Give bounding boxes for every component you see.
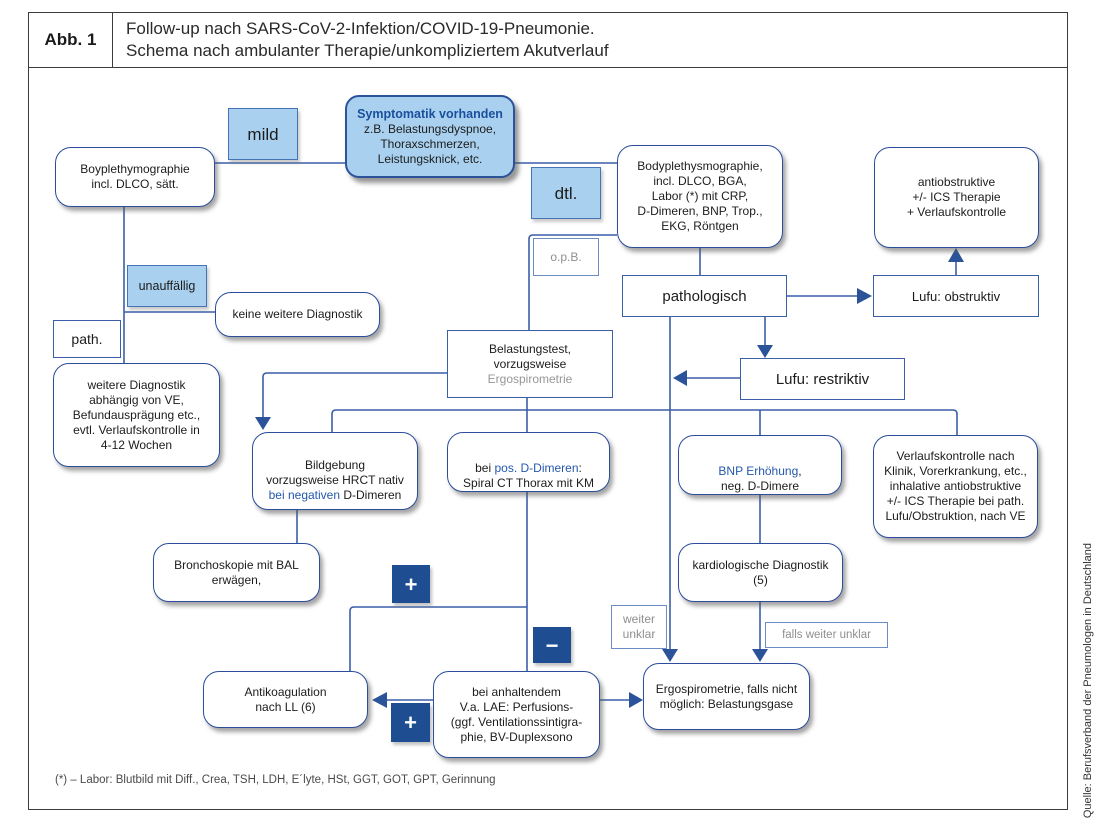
node-symptomatik: Symptomatik vorhanden z.B. Belastungsdys… [345, 95, 515, 178]
node-bei-anhaltendem-lae: bei anhaltendem V.a. LAE: Perfusions- (g… [433, 671, 600, 758]
node-boyplethymographie: Boyplethymographie incl. DLCO, sätt. [55, 147, 215, 207]
label-plus-szintigraphie: + [391, 703, 430, 742]
node-lufu-obstruktiv: Lufu: obstruktiv [873, 275, 1039, 317]
node-pathologisch: pathologisch [622, 275, 787, 317]
label-mild: mild [228, 108, 298, 160]
figure-title: Follow-up nach SARS-CoV-2-Infektion/COVI… [113, 13, 1067, 67]
source-credit: Quelle: Berufsverband der Pneumologen in… [1082, 542, 1094, 818]
node-bildgebung: Bildgebung vorzugsweise HRCT nativ bei n… [252, 432, 418, 510]
bnp-blue-text: BNP Erhöhung [718, 464, 799, 478]
node-keine-weitere-diagnostik: keine weitere Diagnostik [215, 292, 380, 337]
label-unauffaellig: unauffällig [127, 265, 207, 307]
node-bnp-erhoehung: BNP Erhöhung, neg. D-Dimere [678, 435, 842, 495]
node-bodyplethysmographie: Bodyplethysmographie, incl. DLCO, BGA, L… [617, 145, 783, 248]
node-weitere-diagnostik: weitere Diagnostik abhängig von VE, Befu… [53, 363, 220, 467]
bei-pos-text: bei [475, 461, 495, 475]
node-bei-pos-ddimeren: bei pos. D-Dimeren: Spiral CT Thorax mit… [447, 432, 610, 492]
symptomatik-body: z.B. Belastungsdyspnoe, Thoraxschmerzen,… [363, 121, 497, 166]
node-antiobstruktive-therapie: antiobstruktive +/- ICS Therapie + Verla… [874, 147, 1039, 248]
arrowheads [255, 248, 964, 708]
node-ergospirometrie: Ergospirometrie, falls nicht möglich: Be… [643, 663, 810, 730]
label-opb: o.p.B. [533, 238, 599, 276]
node-verlaufskontrolle: Verlaufskontrolle nach Klinik, Vorerkran… [873, 435, 1038, 538]
diagram-frame [28, 12, 1068, 810]
symptomatik-title: Symptomatik vorhanden [357, 106, 503, 121]
figure-title-bar: Abb. 1 Follow-up nach SARS-CoV-2-Infekti… [28, 12, 1068, 68]
figure-title-line2: Schema nach ambulanter Therapie/unkompli… [126, 41, 609, 60]
figure-number: Abb. 1 [29, 13, 113, 67]
node-lufu-restriktiv: Lufu: restriktiv [740, 358, 905, 400]
node-antikoagulation: Antikoagulation nach LL (6) [203, 671, 368, 728]
bei-pos-text-post: : Spiral CT Thorax mit KM [463, 461, 594, 490]
label-minus-spiral-ct: − [533, 627, 571, 663]
bnp-text: , neg. D-Dimere [720, 464, 802, 493]
node-bronchoskopie: Bronchoskopie mit BAL erwägen, [153, 543, 320, 602]
label-plus-spiral-ct: + [392, 565, 430, 603]
bei-pos-blue-text: pos. D-Dimeren [494, 461, 579, 475]
label-weiter-unklar: weiter unklar [611, 605, 667, 649]
figure-title-line1: Follow-up nach SARS-CoV-2-Infektion/COVI… [126, 19, 595, 38]
label-path: path. [53, 320, 121, 358]
footnote-labor: (*) – Labor: Blutbild mit Diff., Crea, T… [55, 774, 496, 786]
belastungstest-gray-text: Ergospirometrie [487, 371, 573, 386]
bildgebung-text-post: D-Dimeren [340, 488, 402, 502]
label-falls-weiter-unklar: falls weiter unklar [765, 622, 888, 648]
bildgebung-text: Bildgebung vorzugsweise HRCT nativ [266, 458, 404, 487]
node-belastungstest: Belastungstest, vorzugsweise Ergospirome… [447, 330, 613, 398]
belastungstest-text: Belastungstest, vorzugsweise [488, 341, 572, 371]
node-kardiologische-diagnostik: kardiologische Diagnostik (5) [678, 543, 843, 602]
label-dtl: dtl. [531, 167, 601, 219]
bildgebung-blue-text: bei negativen [268, 488, 341, 502]
